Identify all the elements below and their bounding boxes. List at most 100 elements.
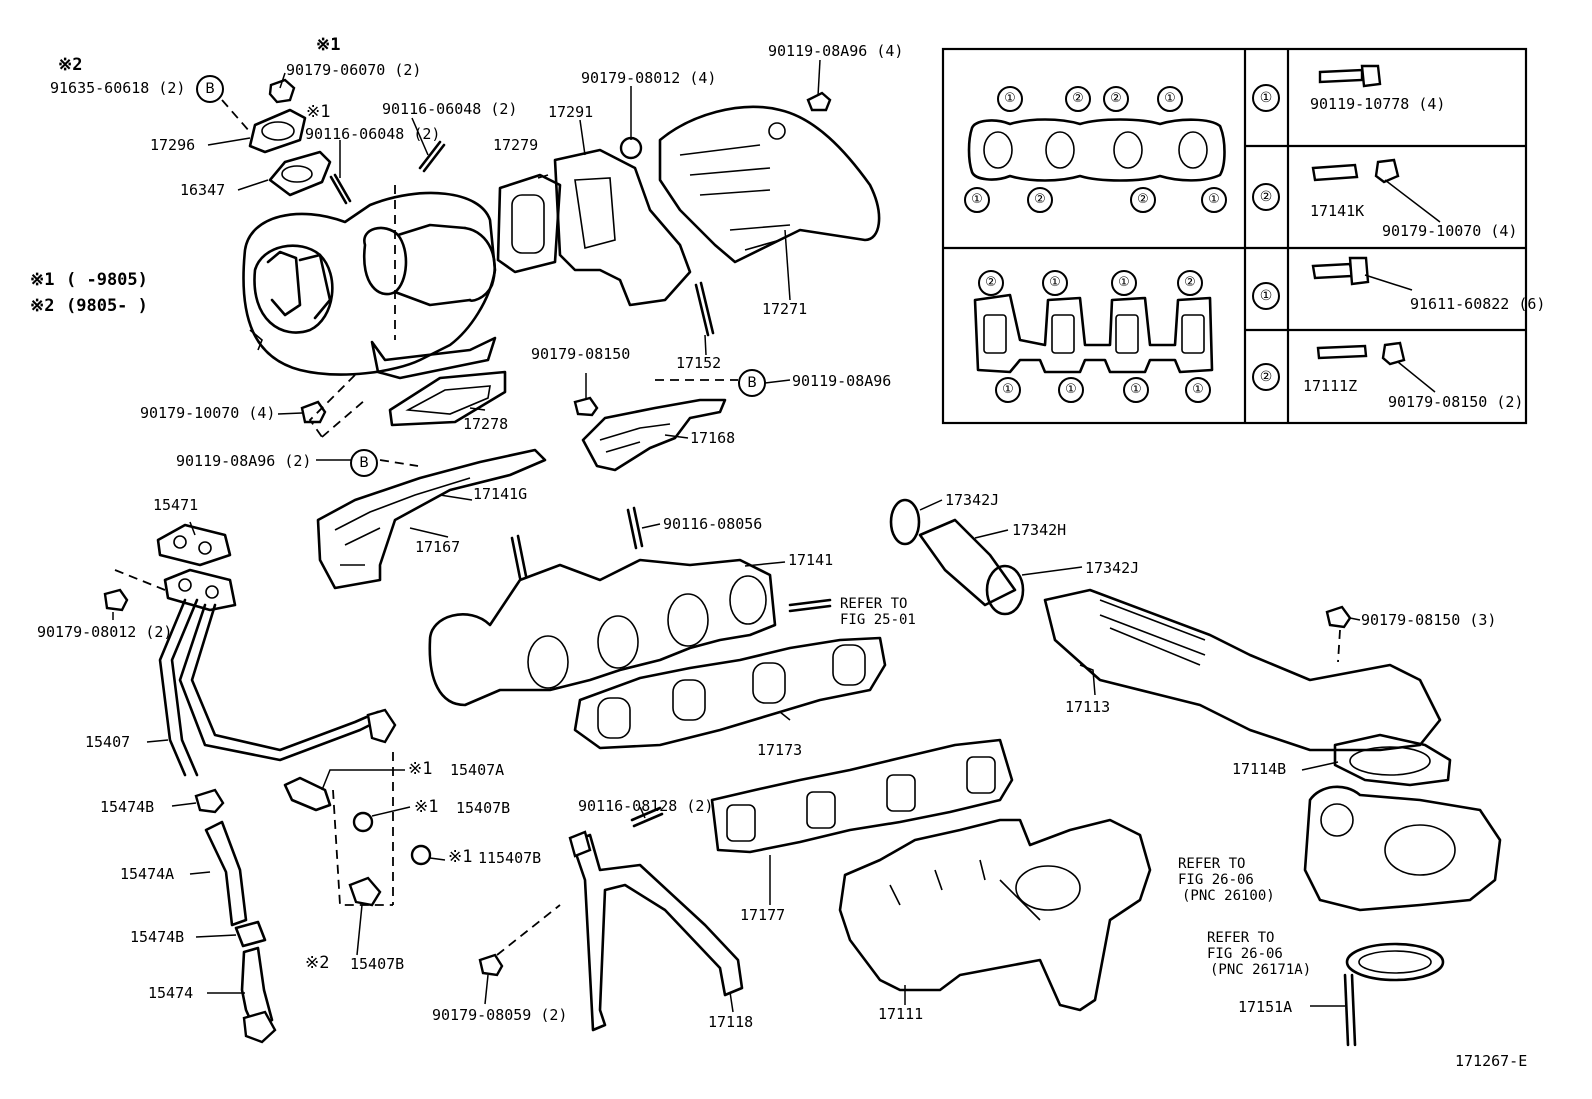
legend-2-range: (9805- ) bbox=[66, 296, 148, 316]
gasket-17278-shape bbox=[388, 370, 507, 427]
label-17113: 17113 bbox=[1065, 698, 1111, 716]
insulator-17271-shape bbox=[658, 105, 881, 264]
label-90179-08012-b: 90179-08012 (2) bbox=[37, 623, 173, 641]
label-15474B-b: 15474B bbox=[130, 928, 185, 946]
label-15407: 15407 bbox=[85, 733, 131, 751]
label-refer-26-06-a-line1: REFER TO bbox=[1178, 856, 1246, 872]
union-bolt-15407A-shape bbox=[283, 776, 332, 812]
mark-1-mid: ※1 bbox=[306, 102, 331, 122]
hose-17342H-shape bbox=[918, 518, 1017, 607]
label-15407B-a: 15407B bbox=[456, 799, 511, 817]
clamp-17342J-a-shape bbox=[889, 498, 921, 546]
table-gasket2-mark-1a: ① bbox=[1042, 270, 1068, 296]
table-gasket2-mark-1f: ① bbox=[1185, 377, 1211, 403]
mark-1-15407B-a: ※1 bbox=[414, 797, 439, 817]
label-17342J-b: 17342J bbox=[1085, 559, 1140, 577]
callout-b-2: B bbox=[738, 369, 766, 397]
label-90179-08150-b: 90179-08150 (3) bbox=[1361, 611, 1497, 629]
label-90119-08A96-a: 90119-08A96 (4) bbox=[768, 42, 904, 60]
label-refer-25-01-line2: FIG 25-01 bbox=[840, 612, 916, 628]
table-row2-part-b: 90179-10070 (4) bbox=[1382, 222, 1518, 240]
gasket-17279-shape bbox=[496, 173, 562, 274]
legend-2-mark: ※2 bbox=[30, 296, 55, 316]
callout-b-1: B bbox=[196, 75, 224, 103]
label-17152: 17152 bbox=[676, 354, 722, 372]
label-15474: 15474 bbox=[148, 984, 194, 1002]
table-row2-marker: ② bbox=[1252, 183, 1280, 211]
label-90179-06070: 90179-06070 (2) bbox=[286, 61, 422, 79]
label-17271: 17271 bbox=[762, 300, 808, 318]
label-15407B-c: 15407B bbox=[350, 955, 405, 973]
label-17291: 17291 bbox=[548, 103, 594, 121]
mark-1-15407B-b: ※1 bbox=[448, 847, 473, 867]
table-gasket2-mark-2a: ② bbox=[978, 270, 1004, 296]
label-90116-06048-b: 90116-06048 (2) bbox=[305, 125, 441, 143]
label-17118: 17118 bbox=[708, 1013, 754, 1031]
hose-15474A-shape bbox=[204, 820, 248, 927]
turbocharger-drawing bbox=[242, 191, 497, 380]
label-17141: 17141 bbox=[788, 551, 834, 569]
table-row4-marker: ② bbox=[1252, 363, 1280, 391]
gasket-26171A-shape bbox=[1345, 942, 1445, 982]
gasket-17173-shape bbox=[573, 636, 887, 750]
leader-lines bbox=[112, 59, 1361, 1013]
mark-1-15407A: ※1 bbox=[408, 759, 433, 779]
label-17296: 17296 bbox=[150, 136, 196, 154]
drawing-id: 171267-E bbox=[1455, 1052, 1528, 1070]
label-17167: 17167 bbox=[415, 538, 461, 556]
table-gasket1-mark-1d: ① bbox=[1201, 187, 1227, 213]
label-91635-60618: 91635-60618 (2) bbox=[50, 79, 186, 97]
gasket-15471-shape bbox=[156, 523, 232, 567]
label-17279: 17279 bbox=[493, 136, 539, 154]
label-17342H: 17342H bbox=[1012, 521, 1067, 539]
label-17114B: 17114B bbox=[1232, 760, 1287, 778]
table-gasket1-mark-2a: ② bbox=[1065, 86, 1091, 112]
legend-1-range: ( -9805) bbox=[66, 270, 148, 290]
table-gasket2-mark-1c: ① bbox=[995, 377, 1021, 403]
table-row1-marker: ① bbox=[1252, 84, 1280, 112]
intake-manifold-17111-shape bbox=[838, 818, 1152, 1012]
label-90119-08A96-c: 90119-08A96 (2) bbox=[176, 452, 312, 470]
legend-1-mark: ※1 bbox=[30, 270, 55, 290]
label-refer-26-06-b-line3: (PNC 26171A) bbox=[1210, 962, 1312, 978]
gasket-17114B-shape bbox=[1333, 733, 1452, 787]
table-row1-part: 90119-10778 (4) bbox=[1310, 95, 1446, 113]
label-refer-26-06-b-line1: REFER TO bbox=[1207, 930, 1275, 946]
callout-b-3: B bbox=[350, 449, 378, 477]
table-gasket2-mark-1d: ① bbox=[1058, 377, 1084, 403]
elbow-17291-shape bbox=[553, 148, 692, 307]
label-15471: 15471 bbox=[153, 496, 199, 514]
table-gasket1-mark-1b: ① bbox=[1157, 86, 1183, 112]
table-row3-marker: ① bbox=[1252, 282, 1280, 310]
label-90116-08128: 90116-08128 (2) bbox=[578, 797, 714, 815]
label-refer-26-06-a-line2: FIG 26-06 bbox=[1178, 872, 1254, 888]
label-15407B-b: 115407B bbox=[478, 849, 542, 867]
label-16347: 16347 bbox=[180, 181, 226, 199]
bracket-17118-shape bbox=[570, 833, 744, 1032]
insulator-17167-shape bbox=[316, 448, 547, 590]
table-gasket1-mark-1a: ① bbox=[997, 86, 1023, 112]
label-refer-26-06-b-line2: FIG 26-06 bbox=[1207, 946, 1283, 962]
gasket-17296-shape bbox=[248, 108, 307, 154]
insulator-17168-shape bbox=[581, 398, 727, 472]
mark-1-top: ※1 bbox=[316, 35, 341, 55]
table-gasket2-mark-2b: ② bbox=[1177, 270, 1203, 296]
exhaust-manifold-17141-shape bbox=[428, 558, 777, 707]
mark-2-15407B: ※2 bbox=[305, 953, 330, 973]
label-17168: 17168 bbox=[690, 429, 736, 447]
label-17342J-a: 17342J bbox=[945, 491, 1000, 509]
label-15474B-a: 15474B bbox=[100, 798, 155, 816]
label-17111: 17111 bbox=[878, 1005, 924, 1023]
gasket-16347-shape bbox=[268, 150, 332, 197]
dashed-guides bbox=[114, 99, 1341, 956]
gasket-17177-shape bbox=[710, 738, 1014, 854]
label-refer-25-01-line1: REFER TO bbox=[840, 596, 908, 612]
fastener-table bbox=[941, 47, 1528, 425]
clamp-17342J-b-shape bbox=[985, 564, 1025, 616]
table-gasket1-mark-2d: ② bbox=[1130, 187, 1156, 213]
table-gasket1-mark-2c: ② bbox=[1027, 187, 1053, 213]
label-90179-08059: 90179-08059 (2) bbox=[432, 1006, 568, 1024]
label-90179-08012-a: 90179-08012 (4) bbox=[581, 69, 717, 87]
table-row3-part: 91611-60822 (6) bbox=[1410, 295, 1546, 313]
